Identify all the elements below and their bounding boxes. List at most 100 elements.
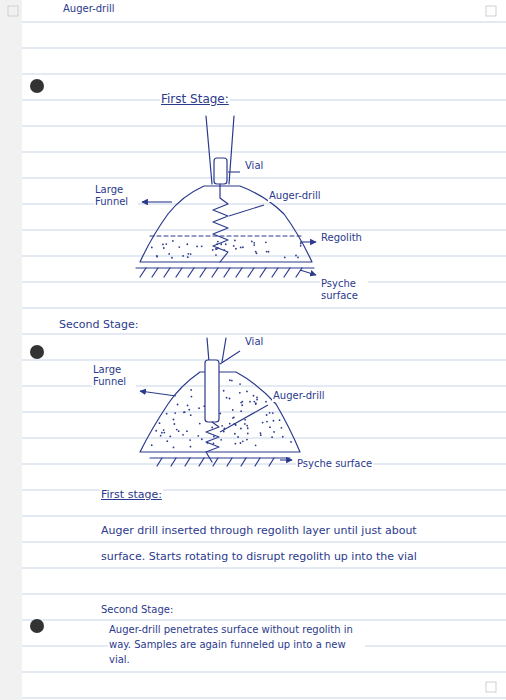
- regolith-grain: [190, 389, 192, 391]
- auger-drill: [206, 422, 219, 462]
- regolith-grain: [187, 256, 189, 258]
- regolith-grain: [223, 431, 225, 433]
- part-label: Auger-drill: [268, 190, 322, 202]
- regolith-grain: [295, 255, 297, 257]
- ruled-line: [22, 126, 506, 127]
- feed-tube: [229, 116, 234, 184]
- ruled-line: [22, 412, 506, 413]
- part-label: Regolith: [320, 232, 363, 244]
- ruled-line: [22, 620, 506, 621]
- second-stage-figure: [140, 338, 300, 466]
- regolith-grain: [253, 242, 255, 244]
- regolith-grain: [182, 434, 184, 436]
- regolith-grain: [242, 440, 244, 442]
- regolith-grain: [279, 419, 281, 421]
- leader-line: [300, 241, 316, 242]
- regolith-grain: [273, 431, 275, 433]
- regolith-grain: [255, 402, 257, 404]
- regolith-grain: [226, 397, 228, 399]
- regolith-grain: [249, 401, 251, 403]
- regolith-grain: [169, 436, 171, 438]
- regolith-grain: [172, 240, 174, 242]
- regolith-grain: [235, 424, 237, 426]
- regolith-grain: [213, 442, 215, 444]
- ruled-line: [22, 22, 506, 23]
- leader-lines: [140, 172, 316, 460]
- regolith-grain: [253, 395, 255, 397]
- feed-tube: [206, 116, 212, 184]
- regolith-grain: [300, 245, 302, 247]
- leader-line: [142, 201, 172, 202]
- regolith-grain: [284, 257, 286, 259]
- regolith-grain: [211, 427, 213, 429]
- regolith-grain: [234, 443, 236, 445]
- psyche-surface: [150, 457, 290, 458]
- regolith-grain: [174, 412, 176, 414]
- regolith-grain: [240, 246, 242, 248]
- regolith: [151, 379, 292, 448]
- ruled-line: [22, 308, 506, 309]
- regolith-grain: [282, 436, 284, 438]
- leader-line: [140, 391, 176, 396]
- part-label: Large Funnel: [92, 364, 136, 388]
- regolith-grain: [240, 410, 242, 412]
- part-label: Auger-drill: [272, 390, 326, 402]
- regolith-grain: [241, 404, 243, 406]
- regolith-grain: [165, 243, 167, 245]
- regolith-grain: [271, 436, 273, 438]
- regolith-grain: [197, 435, 199, 437]
- regolith-grain: [168, 253, 170, 255]
- regolith-layer: [150, 235, 302, 236]
- regolith-grain: [253, 401, 255, 403]
- regolith-grain: [188, 409, 190, 411]
- surface-hatching: [140, 268, 302, 277]
- stage-heading: Second Stage:: [100, 604, 174, 616]
- regolith-grain: [290, 441, 292, 443]
- regolith-grain: [166, 440, 168, 442]
- regolith-grain: [163, 429, 165, 431]
- regolith-grain: [240, 428, 242, 430]
- regolith-grain: [163, 432, 165, 434]
- regolith-grain: [256, 399, 258, 401]
- regolith-grain: [220, 439, 222, 441]
- regolith-grain: [266, 251, 268, 253]
- regolith-grain: [240, 402, 242, 404]
- ruled-lines: [22, 22, 506, 698]
- regolith-grain: [229, 423, 231, 425]
- regolith-grain: [239, 383, 241, 385]
- regolith-grain: [187, 404, 189, 406]
- corner-mark: [486, 6, 496, 16]
- ruled-line: [22, 100, 506, 101]
- regolith-grain: [234, 433, 236, 435]
- ruled-line: [22, 360, 506, 361]
- regolith-grain: [151, 247, 153, 249]
- regolith: [151, 240, 302, 259]
- regolith-grain: [256, 252, 258, 254]
- regolith-grain: [223, 390, 225, 392]
- regolith-grain: [201, 245, 203, 247]
- leader-line: [300, 270, 316, 275]
- regolith-grain: [160, 435, 162, 437]
- regolith-grain: [171, 257, 173, 259]
- regolith-grain: [256, 397, 258, 399]
- ruled-line: [22, 334, 506, 335]
- leader-line: [280, 459, 292, 460]
- ruled-line: [22, 464, 506, 465]
- regolith-grain: [173, 446, 175, 448]
- regolith-grain: [233, 245, 235, 247]
- regolith-grain: [246, 439, 248, 441]
- ruled-line: [22, 74, 506, 75]
- punch-hole: [30, 345, 44, 359]
- auger-drill: [213, 184, 228, 262]
- regolith-grain: [255, 403, 257, 405]
- regolith-grain: [251, 240, 253, 242]
- description-text: Auger-drill penetrates surface without r…: [108, 622, 365, 667]
- part-label: Vial: [244, 160, 264, 172]
- leader-line: [228, 171, 240, 172]
- regolith-grain: [269, 426, 271, 428]
- feed-tube: [207, 338, 209, 362]
- regolith-grain: [190, 253, 192, 255]
- stage-heading: First Stage:: [160, 92, 230, 106]
